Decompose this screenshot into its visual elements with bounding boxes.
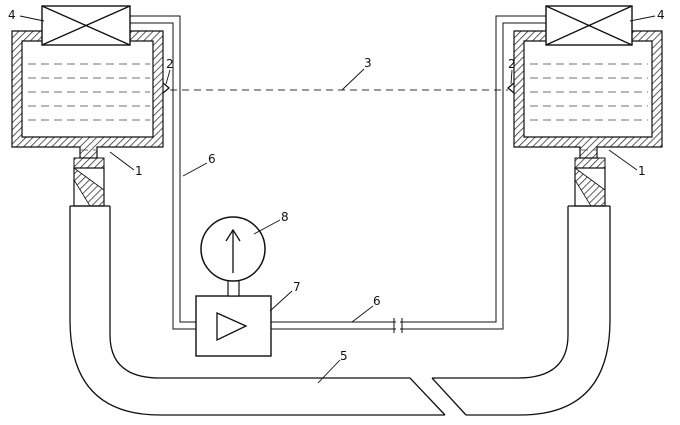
label-level-marker-left: 2 xyxy=(166,57,174,71)
label-air-line-left: 6 xyxy=(208,152,216,166)
right-valve-block xyxy=(545,5,633,46)
right-liquid xyxy=(530,63,648,151)
label-level-marker-right: 2 xyxy=(508,57,516,71)
left-level-marker xyxy=(162,82,171,94)
label-reference-line: 3 xyxy=(364,56,372,70)
label-hose: 5 xyxy=(340,349,348,363)
right-vessel-wall xyxy=(513,30,663,159)
right-sensor-neck xyxy=(574,157,606,207)
left-air-line xyxy=(130,15,196,330)
label-gauge: 8 xyxy=(281,210,289,224)
amplifier-triangle-icon xyxy=(216,311,248,342)
left-valve-block xyxy=(41,5,131,46)
label-sensor-right: 1 xyxy=(638,164,646,178)
right-air-line xyxy=(271,15,546,333)
label-valve-block-left: 4 xyxy=(8,8,16,22)
right-level-marker xyxy=(506,82,515,94)
leader-lines xyxy=(19,15,656,384)
pressure-gauge xyxy=(200,216,266,297)
label-sensor-left: 1 xyxy=(135,164,143,178)
left-vessel xyxy=(11,5,171,207)
label-valve-block-right: 4 xyxy=(657,8,665,22)
left-liquid xyxy=(28,63,150,151)
label-transducer: 7 xyxy=(293,280,301,294)
left-vessel-wall xyxy=(11,30,164,159)
label-air-line-bottom: 6 xyxy=(373,294,381,308)
left-sensor-neck xyxy=(73,157,105,207)
right-vessel xyxy=(506,5,663,207)
transducer xyxy=(195,295,272,357)
flexible-hose xyxy=(69,205,611,416)
